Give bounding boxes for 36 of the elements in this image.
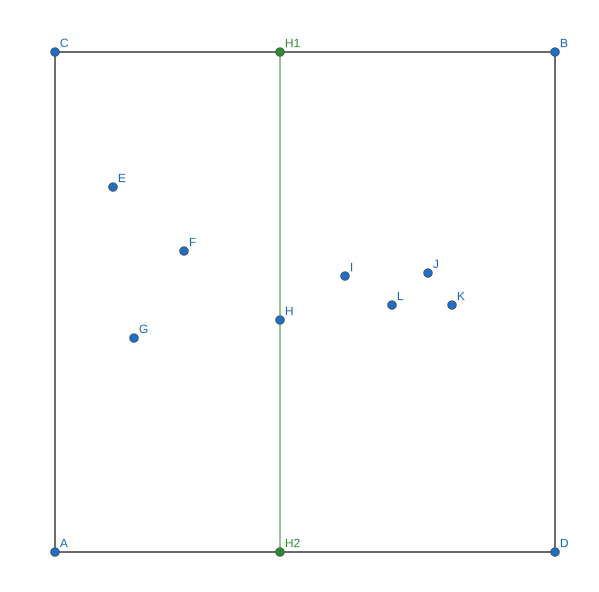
point — [387, 300, 397, 310]
point — [275, 315, 285, 325]
point-label: K — [458, 292, 465, 300]
point-label: H1 — [286, 38, 300, 48]
line-segment — [284, 551, 550, 553]
point-label: H2 — [286, 538, 300, 548]
point — [550, 47, 560, 57]
point — [340, 271, 350, 281]
point — [447, 300, 457, 310]
line-segment — [554, 56, 556, 548]
line-segment — [279, 56, 281, 316]
point-label: F — [190, 238, 196, 246]
point-label: G — [140, 324, 148, 334]
point — [129, 333, 139, 343]
point — [275, 47, 285, 57]
point-label: E — [118, 174, 126, 182]
line-segment — [279, 324, 281, 548]
point — [50, 547, 60, 557]
point-label: D — [560, 538, 568, 548]
line-segment — [54, 56, 56, 548]
point — [550, 547, 560, 557]
point-label: H — [286, 306, 293, 316]
point-label: A — [60, 538, 68, 548]
point-label: J — [433, 260, 438, 268]
line-segment — [60, 51, 276, 53]
point — [108, 182, 118, 192]
point-label: B — [560, 38, 568, 48]
line-segment — [60, 551, 276, 553]
point-label: L — [398, 292, 404, 300]
point — [50, 47, 60, 57]
point — [423, 268, 433, 278]
point-label: C — [60, 38, 68, 48]
point — [275, 547, 285, 557]
point — [179, 246, 189, 256]
line-segment — [284, 51, 550, 53]
point-label: I — [351, 262, 352, 272]
